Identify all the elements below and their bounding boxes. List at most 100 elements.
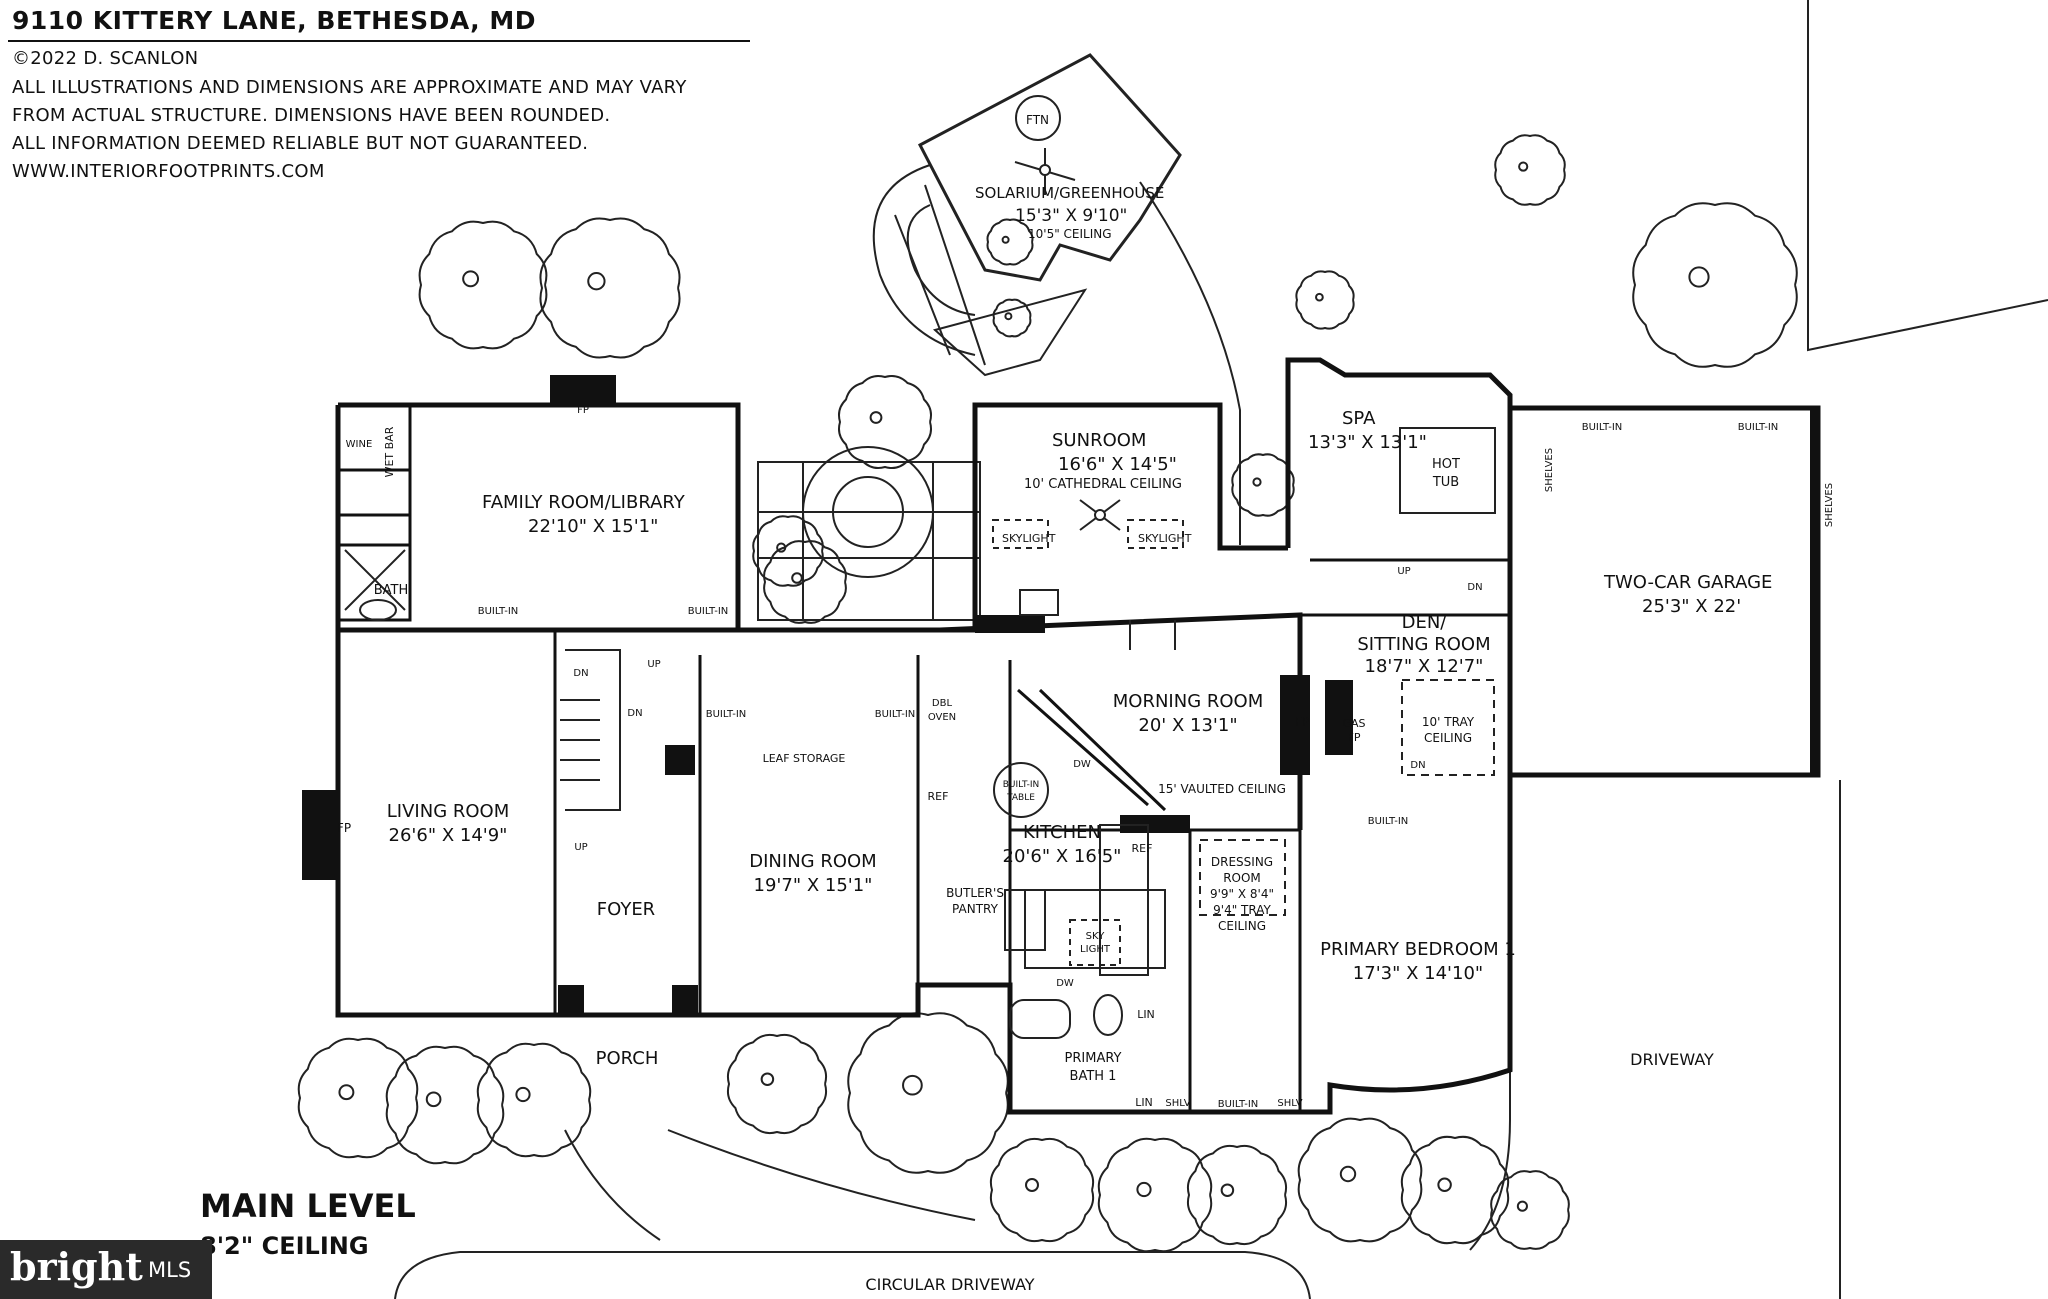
linen-label-1: LIN xyxy=(1137,1008,1155,1021)
tree xyxy=(418,220,548,350)
gas-fp-label-1: GAS xyxy=(1342,717,1365,730)
tree-detail xyxy=(1025,1178,1039,1192)
patio xyxy=(757,446,981,621)
tree xyxy=(385,1045,505,1165)
spa-dims: 13'3" X 13'1" xyxy=(1308,432,1427,453)
tree-detail xyxy=(1516,1200,1528,1212)
solarium-dims: 15'3" X 9'10" xyxy=(1015,206,1127,226)
morning-room-dims: 20' X 13'1" xyxy=(1138,715,1237,736)
morning-room-name: MORNING ROOM xyxy=(1113,691,1264,712)
den-fp-label: FP xyxy=(1295,715,1309,729)
built-in-table-1: BUILT-IN xyxy=(1003,780,1040,790)
garage-shelves-2: SHELVES xyxy=(1824,483,1835,527)
tree-detail xyxy=(1339,1165,1357,1183)
tree xyxy=(297,1037,419,1159)
title-underline xyxy=(8,40,750,42)
dbl-oven-label-1: DBL xyxy=(932,698,953,709)
tree-detail xyxy=(1004,312,1013,321)
stair-up-label: UP xyxy=(574,842,587,853)
sunroom-ceiling: 10' CATHEDRAL CEILING xyxy=(1024,477,1182,492)
tree xyxy=(992,298,1032,338)
landscape-trees xyxy=(297,134,1798,1253)
primary-bedroom-name: PRIMARY BEDROOM 1 xyxy=(1320,939,1516,960)
dressing-room-2: ROOM xyxy=(1223,871,1261,885)
stair-down-label: DN xyxy=(573,668,588,679)
tree xyxy=(1186,1144,1288,1246)
website-text: WWW.INTERIORFOOTPRINTS.COM xyxy=(12,161,325,182)
sunroom-dims: 16'6" X 14'5" xyxy=(1058,454,1177,475)
leaf-storage-label: LEAF STORAGE xyxy=(763,752,846,765)
tree-detail xyxy=(1001,235,1010,244)
skylight-right: SKYLIGHT xyxy=(1138,532,1192,545)
tree-detail xyxy=(760,1072,775,1086)
tree xyxy=(1231,453,1295,517)
tree xyxy=(1400,1135,1510,1245)
garage-dims: 25'3" X 22' xyxy=(1642,596,1741,617)
property-line xyxy=(1807,0,2048,352)
driveway-edge-left xyxy=(1469,780,1511,1251)
wet-bar-label: WET BAR xyxy=(383,426,396,477)
rear-down-label: DN xyxy=(627,708,642,719)
kitchen-skylight-1: SKY xyxy=(1086,931,1106,942)
spa-down-label: DN xyxy=(1410,760,1425,771)
tray-ceiling-2: CEILING xyxy=(1424,731,1472,745)
dressing-room-3: 9'9" X 8'4" xyxy=(1210,887,1274,901)
room-labels: FTN SOLARIUM/GREENHOUSE 15'3" X 9'10" 10… xyxy=(337,113,1835,1294)
fixtures xyxy=(344,427,1496,1039)
family-room-dims: 22'10" X 15'1" xyxy=(528,516,658,537)
dining-room-dims: 19'7" X 15'1" xyxy=(754,875,873,896)
front-walk-left xyxy=(564,1129,661,1241)
linen-label-2: LIN xyxy=(1135,1096,1153,1109)
tree xyxy=(1297,1117,1423,1243)
tree xyxy=(1632,202,1798,368)
primary-bath-2: BATH 1 xyxy=(1070,1069,1117,1084)
butlers-pantry-1: BUTLER'S xyxy=(946,886,1004,900)
spa-name: SPA xyxy=(1342,408,1376,429)
mls-logo: bright MLS xyxy=(0,1240,212,1299)
tree xyxy=(847,1012,1009,1174)
disclaimer-line-3: ALL INFORMATION DEEMED RELIABLE BUT NOT … xyxy=(12,133,589,154)
level-title: MAIN LEVEL xyxy=(200,1187,416,1225)
garden-steps xyxy=(894,184,986,366)
skylight-left: SKYLIGHT xyxy=(1002,532,1056,545)
tree xyxy=(1295,270,1355,330)
level-ceiling: 8'2" CEILING xyxy=(200,1232,369,1260)
dining-built-in-1: BUILT-IN xyxy=(706,709,747,720)
family-fp-label: FP xyxy=(577,405,589,416)
spiral-stair xyxy=(872,164,976,356)
tree xyxy=(837,374,933,470)
tree-detail xyxy=(1688,266,1710,288)
tray-ceiling-1: 10' TRAY xyxy=(1422,715,1475,729)
gas-fp-label-2: FP xyxy=(1348,731,1361,744)
solarium-fan-icon xyxy=(1014,148,1076,195)
dressing-room-1: DRESSING xyxy=(1211,855,1273,869)
solarium-outline xyxy=(917,53,1182,282)
kitchen-name: KITCHEN xyxy=(1023,822,1101,843)
circular-driveway-label: CIRCULAR DRIVEWAY xyxy=(865,1275,1034,1294)
tree xyxy=(1494,134,1566,206)
solarium-ceiling: 10'5" CEILING xyxy=(1028,227,1112,241)
tree-detail xyxy=(1252,477,1262,487)
garage-shelves-1: SHELVES xyxy=(1544,448,1555,492)
hot-tub-label-2: TUB xyxy=(1432,475,1459,490)
copyright-text: ©2022 D. SCANLON xyxy=(12,48,199,69)
tree xyxy=(986,218,1034,266)
tree-detail xyxy=(515,1086,531,1103)
tree xyxy=(476,1042,592,1158)
tree-detail xyxy=(338,1084,355,1101)
tree-detail xyxy=(587,272,606,291)
kitchen-skylight-2: LIGHT xyxy=(1080,944,1111,955)
circular-driveway xyxy=(394,1251,1311,1299)
dressing-room-4: 9'4" TRAY xyxy=(1213,903,1271,917)
hot-tub-label-1: HOT xyxy=(1432,457,1460,472)
den-up-label: UP xyxy=(1397,566,1410,577)
tree-detail xyxy=(791,572,803,584)
site-lines xyxy=(394,0,2048,1299)
garage-built-in-1: BUILT-IN xyxy=(1582,422,1623,433)
ref-label-1: REF xyxy=(928,790,949,803)
tree xyxy=(763,540,847,624)
tree xyxy=(539,217,681,359)
family-built-in: BUILT-IN xyxy=(478,606,519,617)
tree-detail xyxy=(1437,1177,1452,1193)
